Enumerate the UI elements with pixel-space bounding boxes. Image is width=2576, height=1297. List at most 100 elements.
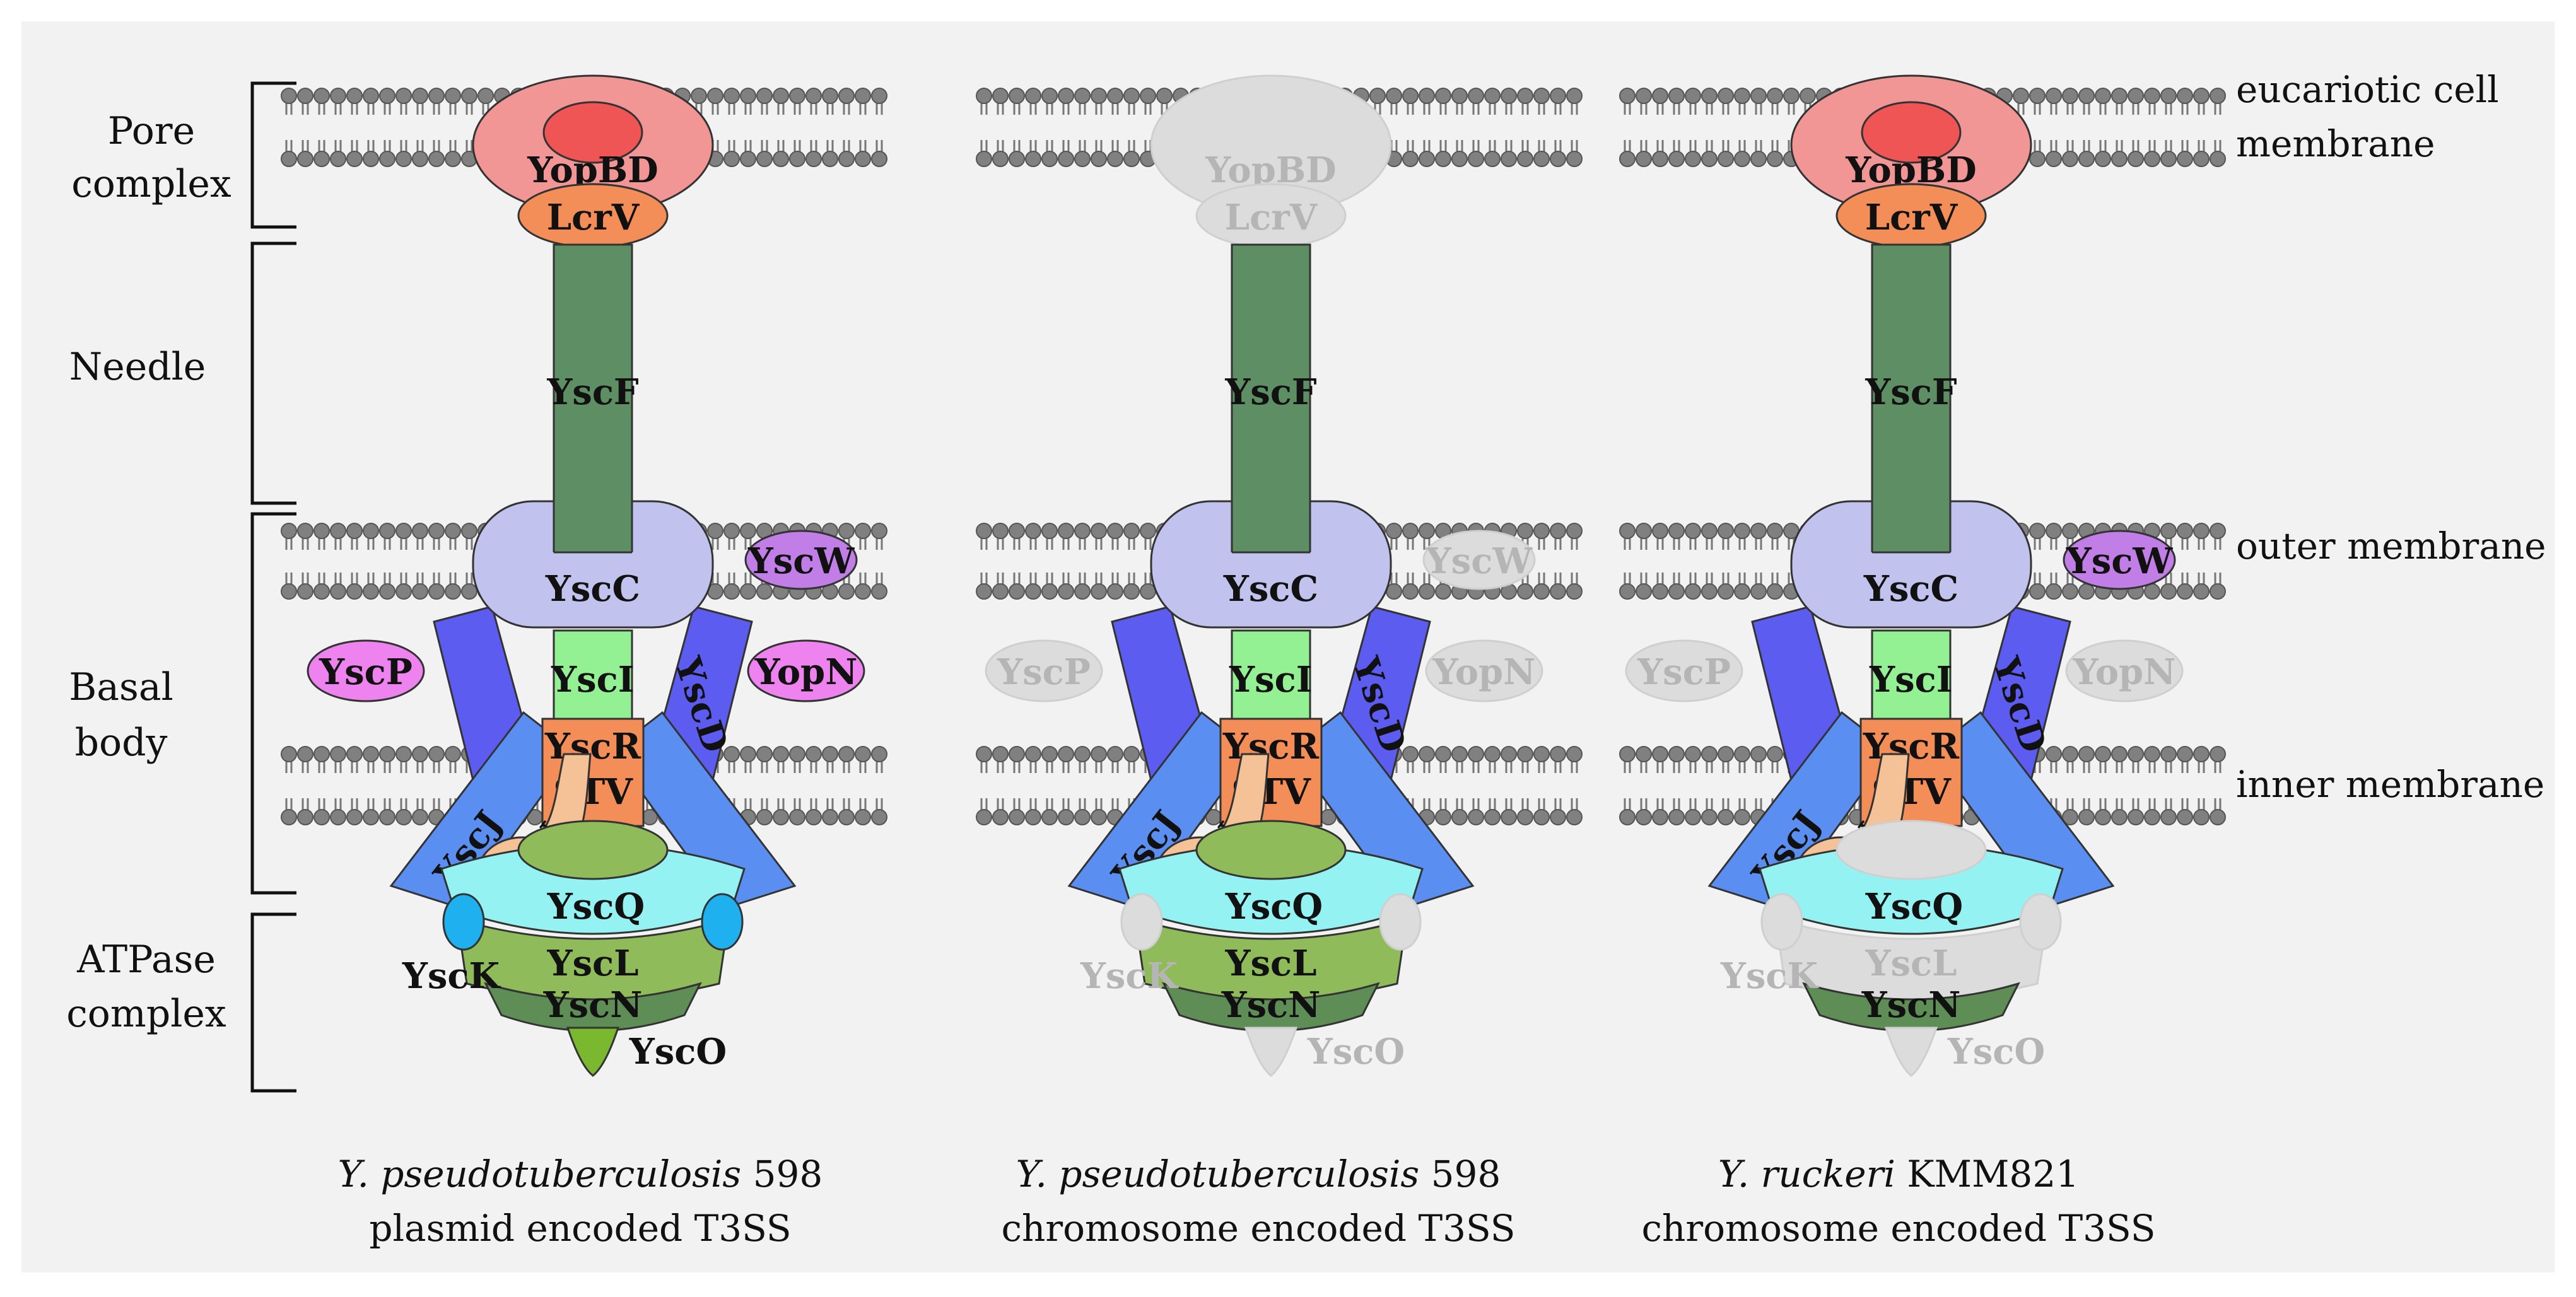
lipid-head [1041,746,1058,762]
lipid-head [1566,151,1583,167]
lipid-head [1107,523,1123,539]
lipid-head [395,523,412,539]
lipid-head [363,746,379,762]
lipid-head [855,88,871,104]
lipid-head [1058,746,1074,762]
lipid-head [313,809,330,825]
lipid-head [2062,88,2078,104]
lipid-head [2210,583,2226,600]
lipid-head [1517,151,1533,167]
lipid-head [2160,151,2177,167]
lipid-head [1566,523,1583,539]
lipid-head [822,746,838,762]
lipid-head [281,151,297,167]
lipid-head [1517,88,1533,104]
lipid-head [2144,151,2160,167]
label-yscc: YscC [1863,568,1958,610]
lipid-head [2078,151,2095,167]
label-ysck: YscK [1080,955,1180,997]
lipid-head [740,88,756,104]
label-yscq: YscQ [1865,886,1963,928]
lipid-head [1041,523,1058,539]
lipid-head [976,746,992,762]
lipid-head [1767,151,1783,167]
yscq-cring-top [517,820,669,880]
lipid-head [1484,746,1501,762]
lipid-head [1402,88,1419,104]
lipid-head [2046,523,2062,539]
bracket-basal-body [250,512,296,895]
lipid-head [1419,523,1435,539]
lipid-head [2095,746,2111,762]
left-labels: Pore complex Needle Basal body ATPase co… [66,109,231,1036]
lipid-head [2193,583,2210,600]
lipid-head [1419,746,1435,762]
label-body: body [75,721,168,765]
ysci-rod [553,629,633,723]
lipid-head [1501,88,1517,104]
lipid-head [723,88,740,104]
yscn-atpase [1802,982,2020,1032]
label-basal: Basal [69,665,173,709]
lipid-head [2210,523,2226,539]
lipid-head [395,88,412,104]
lipid-head [838,523,855,539]
label-ysci: YscI [551,659,635,701]
lipid-head [281,583,297,600]
lipid-head [346,523,363,539]
lipid-head [838,583,855,600]
lipid-head [1402,746,1419,762]
label-ysci: YscI [1229,659,1313,701]
lipid-head [723,523,740,539]
lipid-head [1652,523,1668,539]
lipid-head [2193,88,2210,104]
bracket-atpase-complex [250,912,296,1093]
lipid-head [1750,746,1767,762]
lipid-head [1701,523,1718,539]
lipid-head [1734,88,1750,104]
lipid-head [297,746,313,762]
lipid-head [1619,583,1636,600]
lipid-head [805,151,822,167]
lipid-head [1091,746,1107,762]
lipid-head [1123,583,1140,600]
lipid-head [2111,88,2128,104]
label-yscp: YscP [997,651,1091,693]
lipid-head [313,746,330,762]
lipid-head [1451,809,1468,825]
lipid-head [1123,151,1140,167]
label-yscr: YscR [1222,726,1320,767]
lipid-head [1091,809,1107,825]
lipid-head [395,583,412,600]
lipid-head [428,523,445,539]
label-yscq: YscQ [1225,886,1323,928]
lipid-head [2160,583,2177,600]
label-yscr: YscR [544,726,641,767]
lipid-head [1652,583,1668,600]
lipid-head [395,151,412,167]
ysck-right [1379,893,1422,951]
lipid-head [1767,583,1783,600]
lipid-head [1123,88,1140,104]
lipid-head [1668,151,1685,167]
lipid-head [838,809,855,825]
label-lcrv: LcrV [1865,197,1958,238]
lipid-head [1501,746,1517,762]
lipid-head [1009,88,1025,104]
lipid-head [992,151,1009,167]
lipid-head [363,151,379,167]
caption-line-1: Y. pseudotuberculosis 598 [1016,1153,1501,1195]
lipid-head [297,809,313,825]
lipid-head [992,809,1009,825]
lipid-head [2046,88,2062,104]
lipid-head [2160,88,2177,104]
yopbd-channel [1861,101,1962,164]
lipid-head [1550,583,1566,600]
lipid-head [445,523,461,539]
lipid-head [1025,151,1041,167]
label-atpase: ATPase [76,938,216,982]
lipid-head [1058,809,1074,825]
